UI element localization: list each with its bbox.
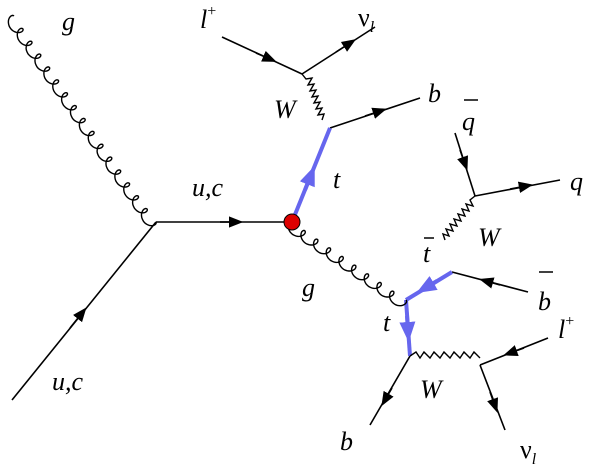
label-tbar: t bbox=[423, 239, 431, 268]
bottom-neutrino-arrow bbox=[487, 391, 499, 413]
label-nu-top: νl bbox=[358, 3, 375, 36]
incoming-quark-line bbox=[11, 221, 157, 401]
label-lplus-bottom: l+ bbox=[558, 313, 574, 344]
antitop-arrow bbox=[416, 276, 439, 294]
label-bbar: b bbox=[538, 287, 551, 316]
label-W-top: W bbox=[274, 95, 298, 124]
label-nu-bottom: νl bbox=[520, 435, 537, 468]
label-uc-bottom: u,c bbox=[52, 367, 84, 396]
gluon-loop-path bbox=[287, 221, 408, 307]
q-arrow bbox=[509, 181, 534, 193]
label-uc-mid: u,c bbox=[192, 173, 224, 202]
effective-vertex bbox=[283, 213, 301, 231]
gluon-top bbox=[7, 14, 157, 227]
label-g-mid: g bbox=[302, 273, 315, 302]
w-boson-top bbox=[301, 73, 326, 121]
w-boson-bottom bbox=[409, 350, 481, 360]
bottom-b-arrow bbox=[381, 387, 394, 407]
top-lepton-arrow bbox=[255, 50, 277, 62]
label-W-bottom: W bbox=[420, 375, 444, 404]
top-neutrino-arrow bbox=[335, 39, 357, 53]
top-b-arrow bbox=[364, 107, 387, 119]
label-b-bottom: b bbox=[340, 427, 353, 456]
label-t-bottom: t bbox=[383, 308, 391, 337]
label-lplus-top: l+ bbox=[200, 3, 216, 34]
top-quark-arrow-upper bbox=[299, 165, 315, 191]
bbar-arrow bbox=[479, 277, 501, 289]
top-quark-arrow-lower bbox=[399, 315, 416, 342]
label-W-right: W bbox=[478, 223, 502, 252]
label-q: q bbox=[570, 167, 583, 196]
bottom-lepton-arrow bbox=[503, 345, 525, 357]
incoming-quark-arrow bbox=[69, 307, 87, 329]
w-boson-right bbox=[441, 195, 476, 241]
label-g-top: g bbox=[62, 7, 75, 36]
label-t-top: t bbox=[333, 165, 341, 194]
qbar-line bbox=[454, 132, 476, 197]
gluon-loop-path bbox=[7, 14, 157, 227]
gluon-internal bbox=[287, 221, 408, 307]
label-qbar: q bbox=[462, 107, 475, 136]
qbar-arrow bbox=[457, 149, 469, 171]
label-b-top: b bbox=[428, 79, 441, 108]
